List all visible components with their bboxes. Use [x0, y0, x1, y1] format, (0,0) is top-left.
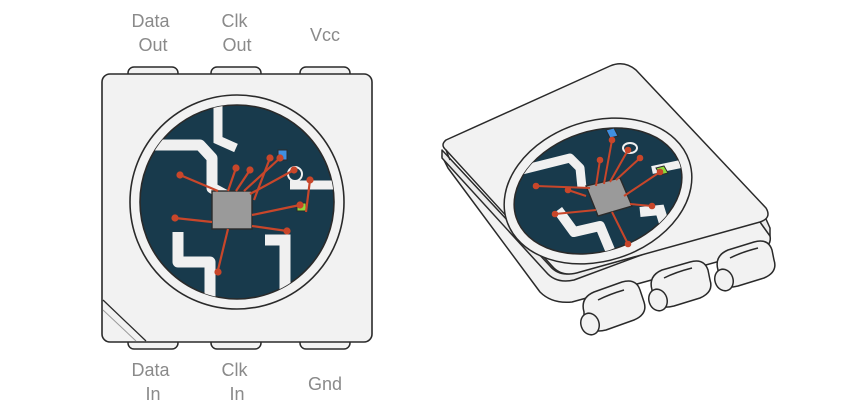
- iso-internals: [520, 127, 699, 252]
- bottom-pin-labels: Data In Clk In Gnd: [131, 360, 342, 404]
- pin-label-clk-in: Clk In: [221, 360, 252, 404]
- iso-bond-wires: [532, 136, 664, 248]
- top-pin-labels: Data Out Clk Out Vcc: [131, 11, 340, 55]
- iso-pin-middle: [647, 260, 712, 312]
- iso-led-red-ring: [622, 142, 638, 154]
- iso-pin-front: [579, 280, 646, 336]
- iso-controller-ic: [585, 177, 633, 217]
- controller-ic: [211, 190, 253, 230]
- pin-label-gnd: Gnd: [308, 374, 342, 394]
- iso-led-blue: [605, 127, 619, 139]
- pin-label-vcc: Vcc: [310, 25, 340, 45]
- pin-label-data-out: Data Out: [131, 11, 174, 55]
- bond-wires: [171, 154, 314, 276]
- iso-pin-back: [713, 240, 776, 292]
- iso-side-band: [441, 149, 771, 282]
- pin-label-clk-out: Clk Out: [221, 11, 252, 55]
- pin-label-data-in: Data In: [131, 360, 174, 404]
- pin1-chamfer: [102, 299, 147, 342]
- top-view-package: [101, 66, 373, 350]
